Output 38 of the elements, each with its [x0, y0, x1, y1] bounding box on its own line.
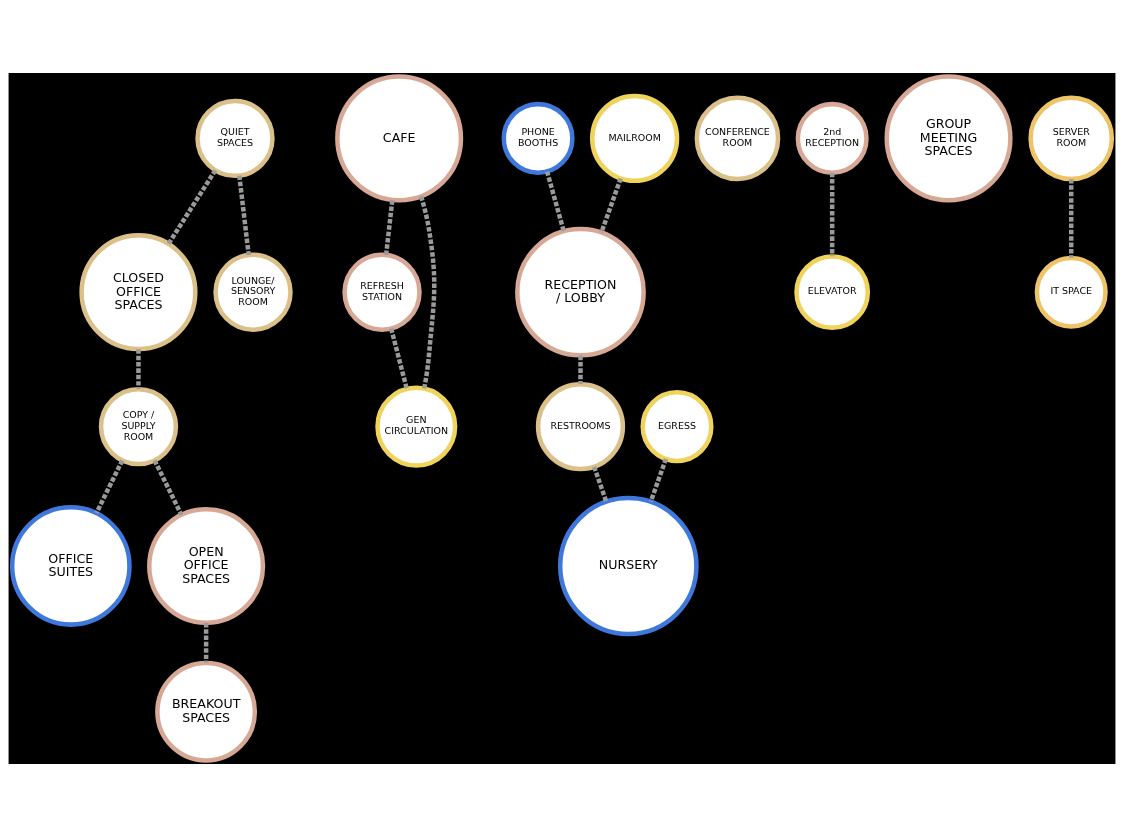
node-circle: COPY / SUPPLY ROOM — [98, 386, 179, 467]
connector — [648, 458, 668, 503]
connector — [1068, 179, 1074, 258]
node-circle: REFRESH STATION — [342, 252, 422, 332]
connector — [383, 200, 395, 256]
connector — [578, 355, 583, 385]
connector — [136, 349, 141, 389]
node-circle: BREAKOUT SPACES — [155, 660, 258, 763]
node-circle: RESTROOMS — [535, 381, 626, 472]
node-circle: NURSERY — [557, 495, 699, 637]
node-circle: GEN CIRCULATION — [375, 385, 458, 468]
node-circle: SERVER ROOM — [1028, 95, 1115, 182]
connector — [829, 173, 835, 257]
node-circle: PHONE BOOTHS — [501, 101, 575, 175]
connector — [592, 466, 609, 503]
node-circle: MAILROOM — [589, 93, 680, 184]
node-circle: RECEPTION / LOBBY — [515, 226, 646, 358]
node-circle: GROUP MEETING SPACES — [884, 74, 1013, 203]
connector — [94, 459, 125, 515]
node-circle: CONFERENCE ROOM — [694, 95, 781, 182]
node-circle: EGRESS — [640, 390, 714, 464]
node-circle: IT SPACE — [1034, 255, 1108, 329]
node-circle: CLOSED OFFICE SPACES — [79, 233, 198, 352]
node-circle: LOUNGE/ SENSORY ROOM — [213, 252, 293, 332]
connector — [389, 328, 409, 390]
node-circle: CAFE — [335, 74, 464, 203]
connector — [599, 177, 623, 234]
connector — [166, 169, 218, 245]
node-circle: OPEN OFFICE SPACES — [147, 506, 266, 626]
node-circle: OFFICE SUITES — [9, 505, 132, 627]
connector — [544, 170, 566, 232]
connector — [152, 459, 184, 516]
node-circle: 2nd RECEPTION — [795, 101, 869, 175]
connector — [418, 195, 437, 390]
node-circle: ELEVATOR — [794, 254, 871, 331]
node-circle: QUIET SPACES — [195, 98, 275, 179]
connector — [237, 175, 251, 256]
connector — [203, 622, 209, 663]
